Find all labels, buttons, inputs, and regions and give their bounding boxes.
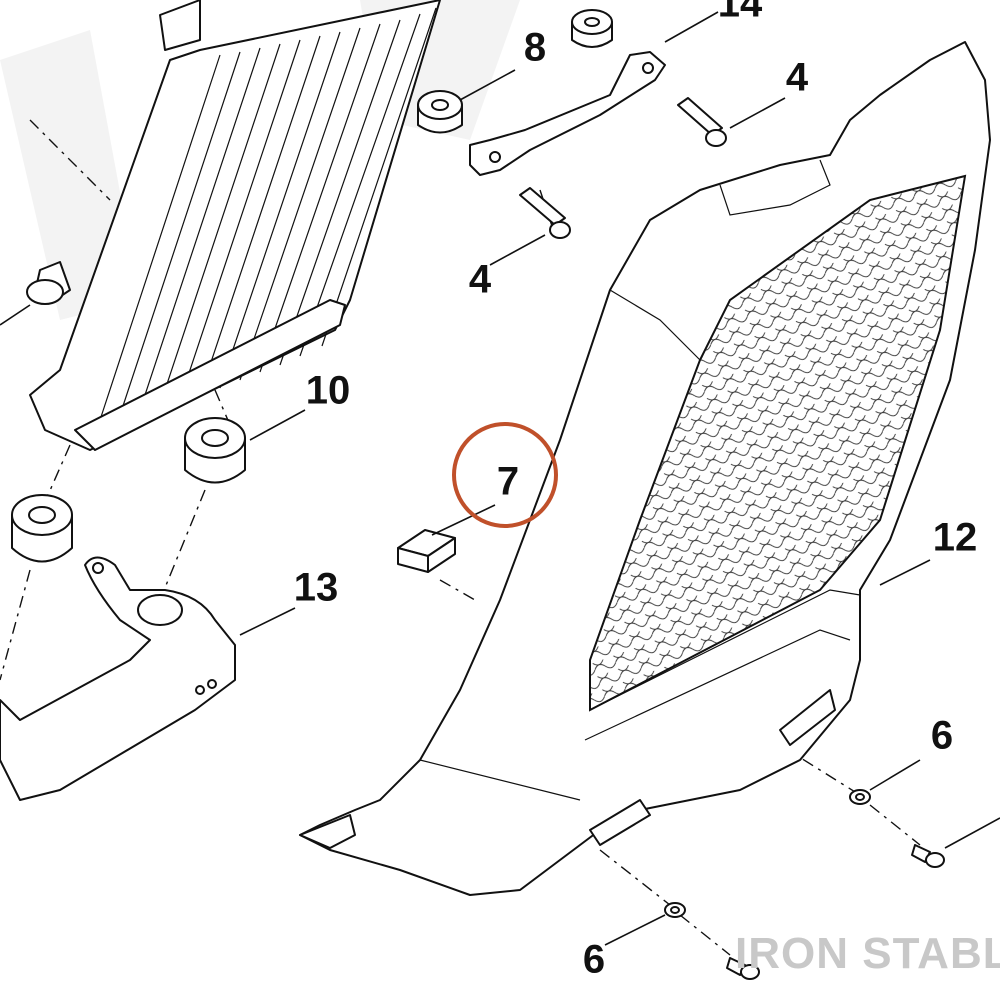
callout-labels: 14 8 4 4 10 7 12 13 6 6	[294, 0, 978, 982]
mounting-bracket	[0, 556, 236, 801]
washer-6-right	[849, 789, 871, 805]
screw-6-right	[911, 844, 945, 868]
callout-7: 7	[497, 460, 519, 504]
callout-6-right: 6	[931, 714, 953, 758]
callout-4-top: 4	[786, 56, 809, 100]
highlight-circle	[452, 422, 558, 528]
radiator-fins	[99, 7, 437, 421]
washer-6-bottom	[664, 902, 686, 918]
callout-14: 14	[718, 0, 763, 26]
callout-12: 12	[933, 516, 978, 560]
spacer-block-7	[397, 529, 456, 573]
shroud-cover	[299, 41, 991, 896]
rubber-mount-8	[417, 90, 463, 134]
grommet-10a	[184, 417, 246, 484]
bolt-4-top	[677, 97, 727, 147]
watermark-text: IRON STABLE	[735, 929, 1000, 978]
grommet-10b	[11, 494, 73, 563]
callout-6-bottom: 6	[583, 938, 605, 982]
callout-8: 8	[524, 26, 546, 70]
radiator	[26, 0, 441, 451]
callout-10: 10	[306, 369, 351, 413]
screw-6-bottom	[726, 957, 760, 980]
mount-plate	[469, 51, 666, 176]
bolt-4-mid	[519, 187, 571, 239]
callout-13: 13	[294, 566, 339, 610]
rubber-mount-14	[571, 9, 613, 48]
callout-4-mid: 4	[469, 258, 492, 302]
leader-lines	[0, 11, 1000, 946]
